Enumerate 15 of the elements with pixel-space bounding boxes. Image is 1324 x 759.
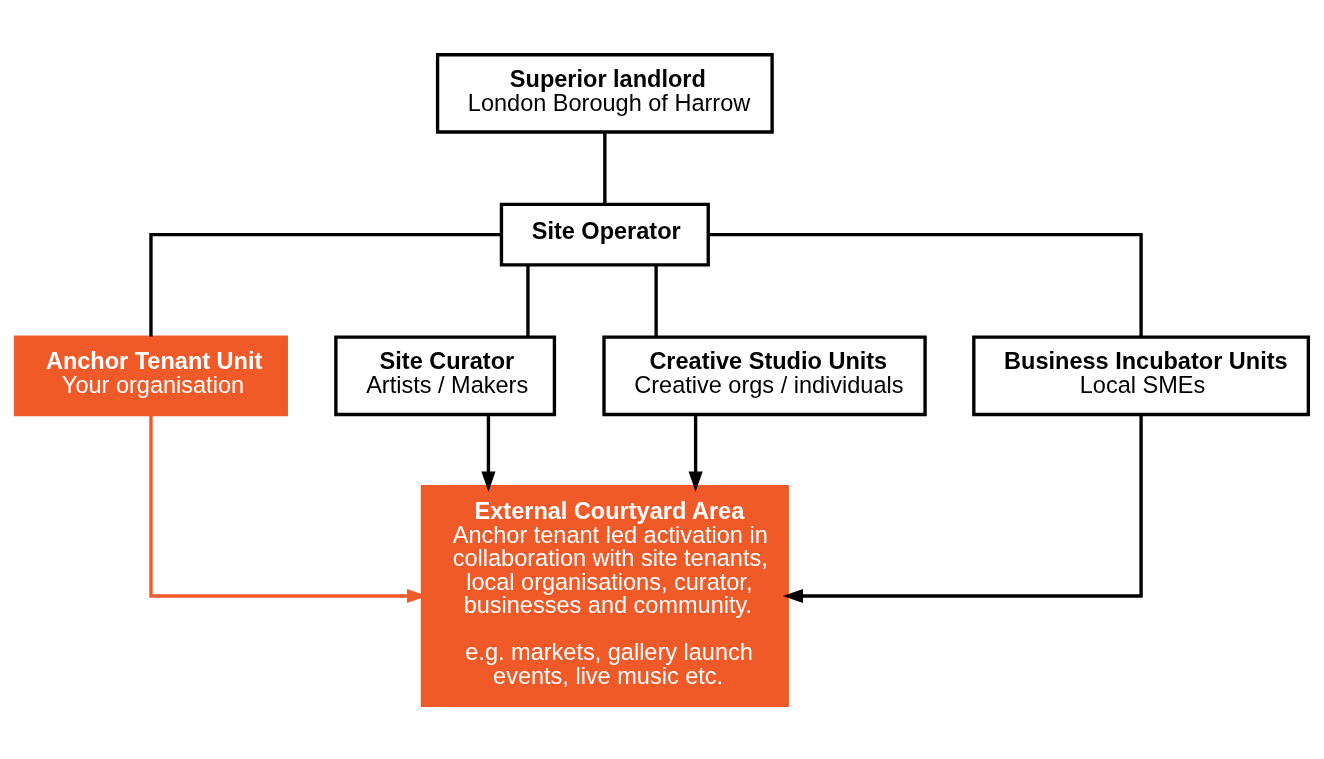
node-box: External Courtyard Area Anchor tenant led activation in collaboration with site tenants, local organisations, curator, businesses and community. e.g. markets, gallery launch events, live music etc. (420, 484, 789, 707)
connector (603, 132, 607, 204)
arrow (782, 414, 1143, 603)
node-box: Business Incubator Units Local SMEs (972, 334, 1311, 416)
connector (149, 232, 502, 336)
node-box: Superior landlord London Borough of Harrow (435, 52, 774, 134)
node-box: Anchor Tenant Unit Your organisation (13, 334, 288, 416)
node-box: Creative Studio Units Creative orgs / individuals (602, 334, 927, 416)
arrow (688, 414, 703, 492)
node-box: Site Operator (499, 202, 710, 267)
arrow (481, 414, 496, 492)
connector (654, 264, 658, 337)
node-box: Site Curator Artists / Makers (334, 334, 557, 416)
connector (708, 232, 1143, 336)
connector (526, 264, 530, 337)
